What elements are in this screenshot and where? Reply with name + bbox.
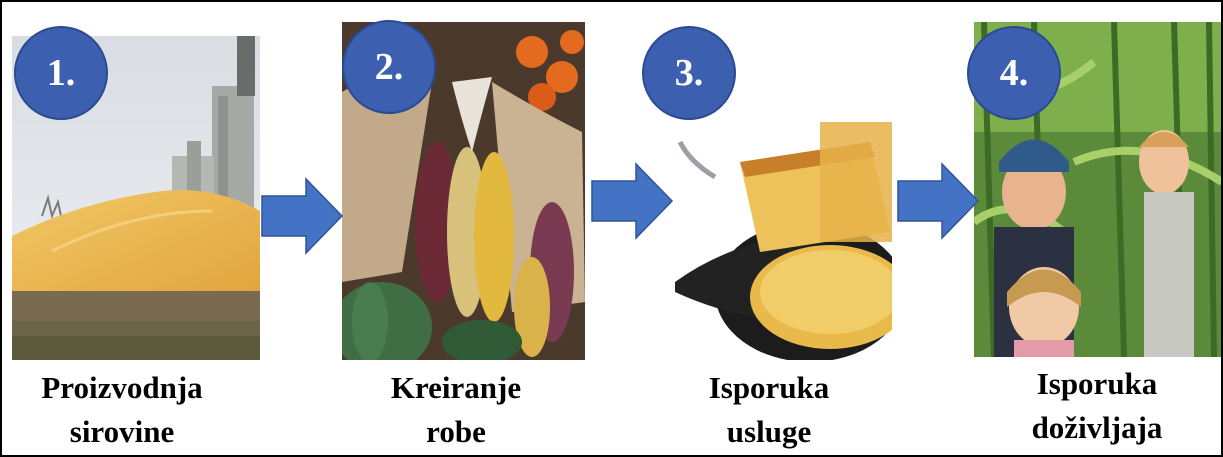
step-1-caption-line2: sirovine <box>7 410 237 454</box>
step-1-number-badge: 1. <box>14 26 108 120</box>
step-3-caption: Isporuka usluge <box>654 366 884 454</box>
step-2-caption-line2: robe <box>341 410 571 454</box>
step-4-caption-line2: doživljaja <box>982 406 1212 450</box>
right-arrow-icon <box>590 162 674 240</box>
step-2-number-badge: 2. <box>342 20 436 114</box>
step-4-caption-line1: Isporuka <box>982 362 1212 406</box>
right-arrow-icon <box>896 162 980 240</box>
step-1-caption-line1: Proizvodnja <box>7 366 237 410</box>
step-2-caption: Kreiranje robe <box>341 366 571 454</box>
step-3-number-badge: 3. <box>642 26 736 120</box>
step-3-caption-line1: Isporuka <box>654 366 884 410</box>
step-4-caption: Isporuka doživljaja <box>982 362 1212 450</box>
step-3-caption-line2: usluge <box>654 410 884 454</box>
cornbread-in-skillet-photo <box>670 122 892 360</box>
step-2-caption-line1: Kreiranje <box>341 366 571 410</box>
step-4-number-badge: 4. <box>967 26 1061 120</box>
right-arrow-icon <box>260 177 344 255</box>
step-1-caption: Proizvodnja sirovine <box>7 366 237 454</box>
